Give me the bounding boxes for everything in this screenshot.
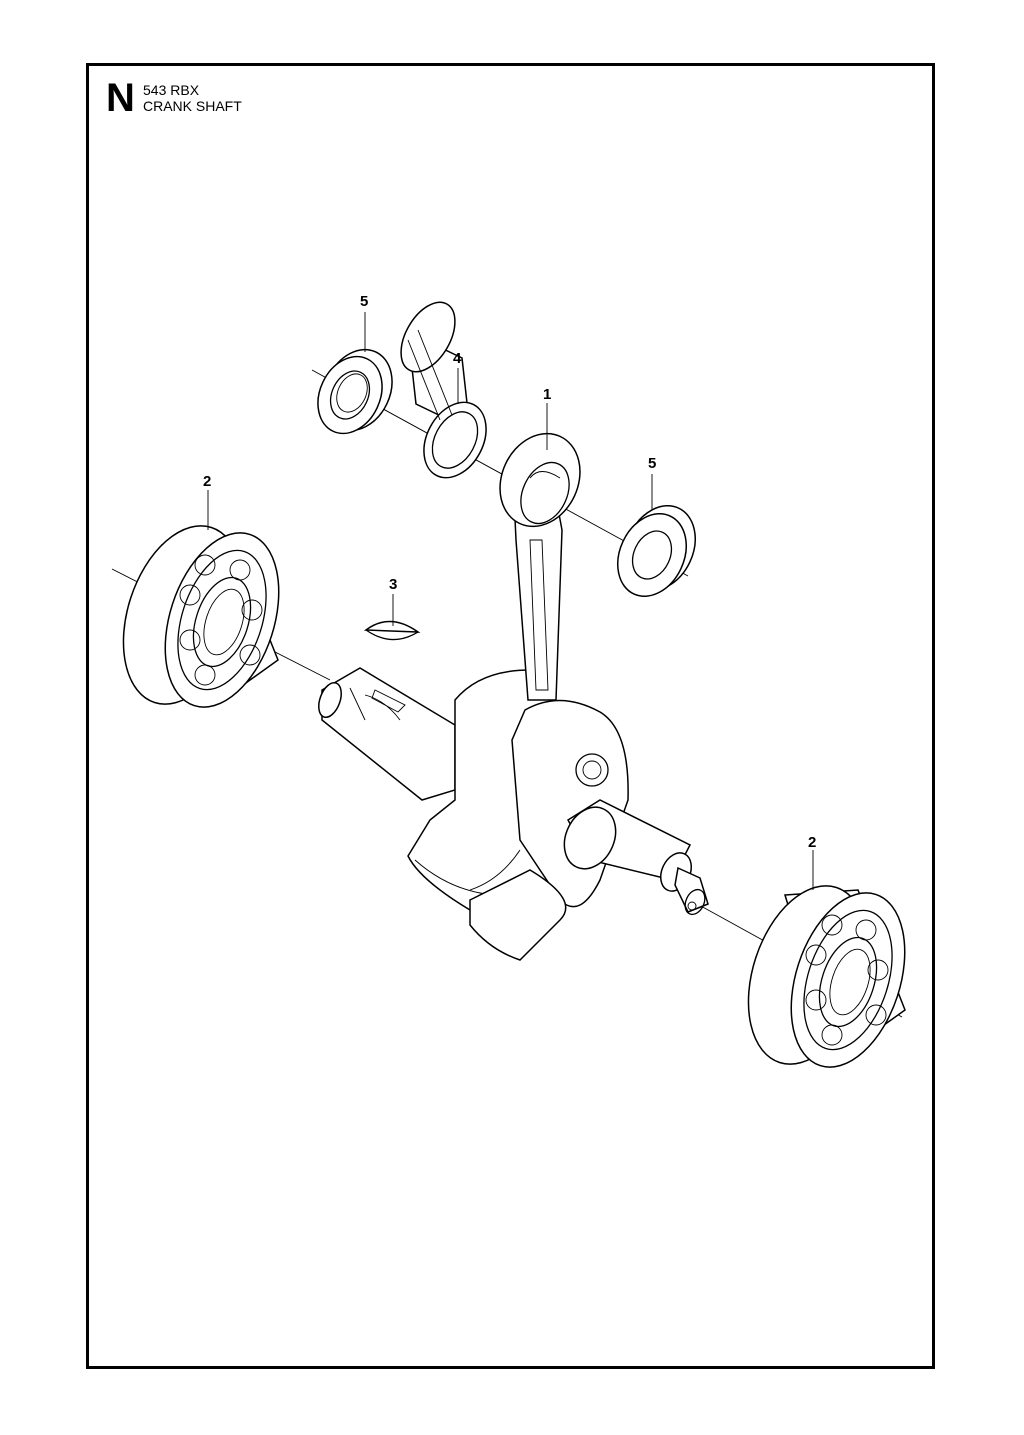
callout-2-left: 2 (203, 473, 211, 490)
callout-1: 1 (543, 386, 551, 403)
section-letter: N (106, 76, 135, 120)
ball-bearing-right (747, 885, 906, 1068)
callout-5-right: 5 (648, 455, 656, 472)
seal-ring-top (317, 348, 393, 435)
diagram-frame (86, 63, 935, 1369)
model-name: 543 RBX (143, 82, 200, 98)
ball-bearing-left (122, 525, 280, 708)
callout-4: 4 (453, 350, 462, 367)
needle-bearing (400, 301, 487, 479)
woodruff-key (363, 620, 421, 641)
callout-2-right: 2 (808, 834, 816, 851)
callout-5-top: 5 (360, 293, 368, 310)
seal-ring-right (617, 505, 696, 598)
crankshaft-assembly (318, 432, 709, 961)
diagram-title: CRANK SHAFT (143, 98, 242, 114)
callout-3: 3 (389, 576, 397, 593)
